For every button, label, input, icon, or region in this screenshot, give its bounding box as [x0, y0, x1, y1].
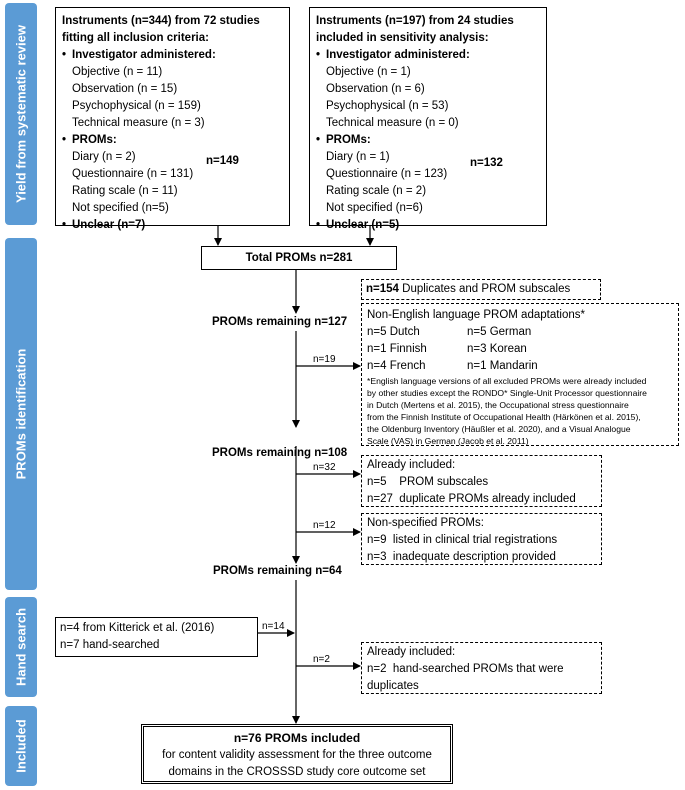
- footnote-line: Scale (VAS) in German (Jacob et al. 2011…: [367, 436, 529, 446]
- bullet: •: [316, 219, 321, 231]
- non-specified-line: n=9 listed in clinical trial registratio…: [367, 534, 558, 546]
- total-proms-box: Total PROMs n=281: [201, 246, 397, 270]
- final-included-box: n=76 PROMs included for content validity…: [141, 724, 453, 784]
- phase-included: Included: [5, 706, 37, 786]
- box1-brace-label: n=149: [206, 155, 239, 167]
- box2-item: Objective (n = 1): [326, 66, 411, 78]
- remaining-127: PROMs remaining n=127: [212, 316, 348, 328]
- already-included-hand-line: n=2 hand-searched PROMs that were: [367, 663, 564, 675]
- already-included-hand-title: Already included:: [367, 646, 456, 658]
- duplicates-text: Duplicates and PROM subscales: [398, 283, 571, 295]
- non-specified-line: n=3 inadequate description provided: [367, 551, 556, 563]
- phase-identification: PROMs identification: [5, 238, 37, 590]
- language-count: n=4 French: [367, 360, 426, 372]
- non-specified-title: Non-specified PROMs:: [367, 517, 484, 529]
- box1-investigator-heading: Investigator administered:: [72, 49, 216, 61]
- hand-search-box: n=4 from Kitterick et al. (2016) n=7 han…: [55, 617, 258, 657]
- arrow-label-n32: n=32: [313, 462, 336, 473]
- already-included-hand-line: duplicates: [367, 680, 419, 692]
- language-count: n=1 Finnish: [367, 343, 427, 355]
- non-english-title: Non-English language PROM adaptations*: [367, 309, 585, 321]
- duplicates-box: n=154 Duplicates and PROM subscales: [361, 279, 601, 300]
- bullet: •: [62, 49, 67, 61]
- box2-proms-heading: PROMs:: [326, 134, 371, 146]
- box1-item: Diary (n = 2): [72, 151, 136, 163]
- non-specified-box: Non-specified PROMs: n=9 listed in clini…: [361, 513, 602, 565]
- bullet: •: [316, 49, 321, 61]
- bullet: •: [62, 134, 67, 146]
- phase-yield: Yield from systematic review: [5, 3, 37, 225]
- already-included-line: n=5 PROM subscales: [367, 476, 489, 488]
- box1-unclear: Unclear (n=7): [72, 219, 146, 231]
- bullet: •: [62, 219, 67, 231]
- box1-item: Observation (n = 15): [72, 83, 178, 95]
- language-count: n=3 Korean: [467, 343, 527, 355]
- box1-proms-heading: PROMs:: [72, 134, 117, 146]
- box2-item: Questionnaire (n = 123): [326, 168, 448, 180]
- total-proms-text: Total PROMs n=281: [245, 252, 353, 264]
- box1-item: Questionnaire (n = 131): [72, 168, 194, 180]
- language-count: n=1 Mandarin: [467, 360, 538, 372]
- box1-title-line2: fitting all inclusion criteria:: [62, 32, 209, 44]
- box1-item: Technical measure (n = 3): [72, 117, 205, 129]
- non-english-box: Non-English language PROM adaptations* n…: [361, 303, 679, 446]
- box2-item: Not specified (n=6): [326, 202, 423, 214]
- arrow-label-n14: n=14: [262, 621, 285, 632]
- remaining-64: PROMs remaining n=64: [213, 565, 342, 577]
- hand-search-line: n=4 from Kitterick et al. (2016): [60, 622, 215, 634]
- already-included-line: n=27 duplicate PROMs already included: [367, 493, 576, 505]
- bullet: •: [316, 134, 321, 146]
- phase-hand-search: Hand search: [5, 597, 37, 697]
- box-sensitivity-analysis: Instruments (n=197) from 24 studies incl…: [309, 7, 547, 231]
- duplicates-count: n=154: [366, 283, 399, 295]
- footnote-line: in Dutch (Mertens et al. 2015), the Occu…: [367, 400, 629, 410]
- already-included-title: Already included:: [367, 459, 456, 471]
- hand-search-line: n=7 hand-searched: [60, 639, 160, 651]
- already-included-box: Already included: n=5 PROM subscales n=2…: [361, 455, 602, 507]
- footnote-line: *English language versions of all exclud…: [367, 376, 647, 386]
- footnote-line: from the Finnish Institute of Occupation…: [367, 412, 641, 422]
- box2-unclear: Unclear (n=5): [326, 219, 400, 231]
- footnote-line: the Oldenburg Inventory (Häußler et al. …: [367, 424, 631, 434]
- language-count: n=5 German: [467, 326, 532, 338]
- remaining-108: PROMs remaining n=108: [212, 447, 348, 459]
- arrow-label-n12: n=12: [313, 520, 336, 531]
- final-title: n=76 PROMs included: [233, 731, 361, 745]
- box2-brace-label: n=132: [470, 157, 503, 169]
- language-count: n=5 Dutch: [367, 326, 420, 338]
- footnote-line: by other studies except the RONDO* Singl…: [367, 388, 647, 398]
- box1-item: Objective (n = 11): [72, 66, 163, 78]
- box2-item: Observation (n = 6): [326, 83, 425, 95]
- box1-title-line1: Instruments (n=344) from 72 studies: [62, 15, 260, 27]
- arrow-label-n19: n=19: [313, 354, 336, 365]
- box-systematic-review: Instruments (n=344) from 72 studies fitt…: [55, 7, 290, 231]
- box2-item: Rating scale (n = 2): [326, 185, 427, 197]
- box2-item: Diary (n = 1): [326, 151, 390, 163]
- final-line: domains in the CROSSSD study core outcom…: [168, 766, 426, 778]
- box1-item: Not specified (n=5): [72, 202, 169, 214]
- arrow-label-n2: n=2: [313, 654, 330, 665]
- box2-item: Technical measure (n = 0): [326, 117, 459, 129]
- box1-item: Rating scale (n = 11): [72, 185, 178, 197]
- box1-item: Psychophysical (n = 159): [72, 100, 201, 112]
- already-included-hand-box: Already included: n=2 hand-searched PROM…: [361, 642, 602, 694]
- box2-item: Psychophysical (n = 53): [326, 100, 449, 112]
- final-line: for content validity assessment for the …: [162, 749, 432, 761]
- box2-title-line2: included in sensitivity analysis:: [316, 32, 489, 44]
- box2-title-line1: Instruments (n=197) from 24 studies: [316, 15, 514, 27]
- box2-investigator-heading: Investigator administered:: [326, 49, 470, 61]
